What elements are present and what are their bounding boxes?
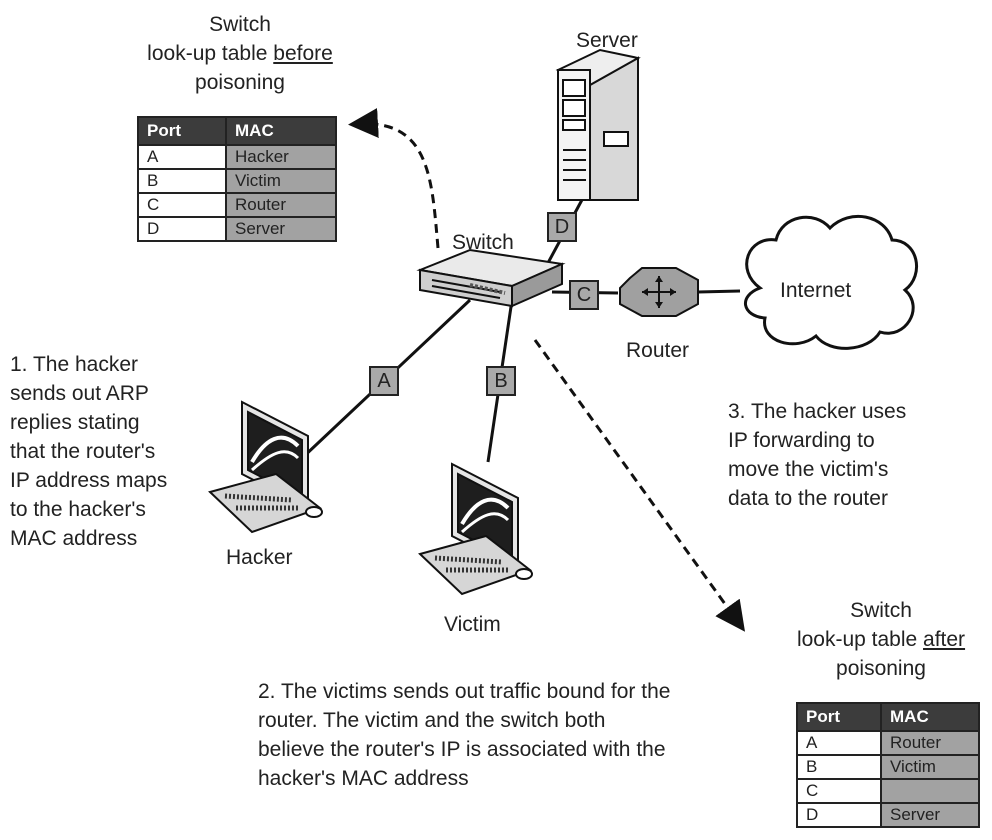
router-icon — [619, 267, 699, 317]
after-title-line1: Switch — [850, 599, 912, 622]
victim-computer-icon — [418, 462, 533, 596]
note-line: to the hacker's — [10, 498, 146, 521]
dashed-arrow-to-after-table — [533, 339, 746, 632]
mac-cell: Hacker — [225, 144, 337, 170]
server-icon — [555, 48, 641, 201]
note-line: move the victim's — [728, 458, 889, 481]
hacker-computer-icon — [208, 400, 323, 534]
before-table-title: Switch look-up table before poisoning — [125, 10, 355, 97]
note-line: IP forwarding to — [728, 429, 875, 452]
before-title-line1: Switch — [209, 13, 271, 36]
hacker-label: Hacker — [226, 546, 293, 569]
switch-icon — [416, 248, 566, 308]
note-line: replies stating — [10, 411, 140, 434]
mac-cell: Victim — [225, 168, 337, 194]
note-line: 1. The hacker — [10, 353, 139, 376]
port-cell: C — [796, 778, 882, 804]
mac-cell: Victim — [880, 754, 980, 780]
step2-note: 2. The victims sends out traffic bound f… — [258, 677, 670, 793]
header-mac: MAC — [225, 116, 337, 146]
port-a-box: A — [369, 366, 399, 396]
mac-cell: Server — [225, 216, 337, 242]
note-line: IP address maps — [10, 469, 168, 492]
note-line: 2. The victims sends out traffic bound f… — [258, 680, 671, 703]
port-cell: A — [137, 144, 227, 170]
switch-label: Switch — [452, 231, 514, 254]
table-row: C — [796, 778, 980, 804]
note-line: that the router's — [10, 440, 156, 463]
port-cell: B — [796, 754, 882, 780]
table-header-row: Port MAC — [137, 116, 337, 146]
before-title-line2: look-up table before — [147, 42, 333, 65]
port-d-box: D — [547, 212, 577, 242]
note-line: MAC address — [10, 527, 138, 550]
router-label: Router — [626, 339, 690, 362]
step1-note: 1. The hacker sends out ARP replies stat… — [10, 350, 167, 553]
step3-note: 3. The hacker uses IP forwarding to move… — [728, 397, 906, 513]
note-line: believe the router's IP is associated wi… — [258, 738, 666, 761]
note-line: 3. The hacker uses — [728, 400, 907, 423]
port-cell: B — [137, 168, 227, 194]
link-router-internet — [697, 289, 741, 294]
port-cell: D — [796, 802, 882, 828]
server-label: Server — [576, 29, 638, 52]
after-table-title: Switch look-up table after poisoning — [776, 596, 986, 683]
mac-cell: Router — [225, 192, 337, 218]
mac-cell: Router — [880, 730, 980, 756]
internet-label: Internet — [780, 279, 852, 302]
mac-cell: Server — [880, 802, 980, 828]
before-title-line3: poisoning — [195, 71, 285, 94]
header-port: Port — [796, 702, 882, 732]
port-cell: D — [137, 216, 227, 242]
note-line: sends out ARP — [10, 382, 149, 405]
port-cell: C — [137, 192, 227, 218]
mac-cell — [880, 778, 980, 804]
victim-label: Victim — [444, 613, 501, 636]
port-c-box: C — [569, 280, 599, 310]
port-b-box: B — [486, 366, 516, 396]
after-title-line2: look-up table after — [796, 628, 966, 651]
dashed-arrow-to-before-table — [348, 108, 440, 249]
header-port: Port — [137, 116, 227, 146]
after-title-line3: poisoning — [836, 657, 926, 680]
note-line: router. The victim and the switch both — [258, 709, 606, 732]
note-line: hacker's MAC address — [258, 767, 469, 790]
internet-cloud-icon — [743, 214, 919, 350]
table-header-row: Port MAC — [796, 702, 980, 732]
note-line: data to the router — [728, 487, 888, 510]
header-mac: MAC — [880, 702, 980, 732]
port-cell: A — [796, 730, 882, 756]
